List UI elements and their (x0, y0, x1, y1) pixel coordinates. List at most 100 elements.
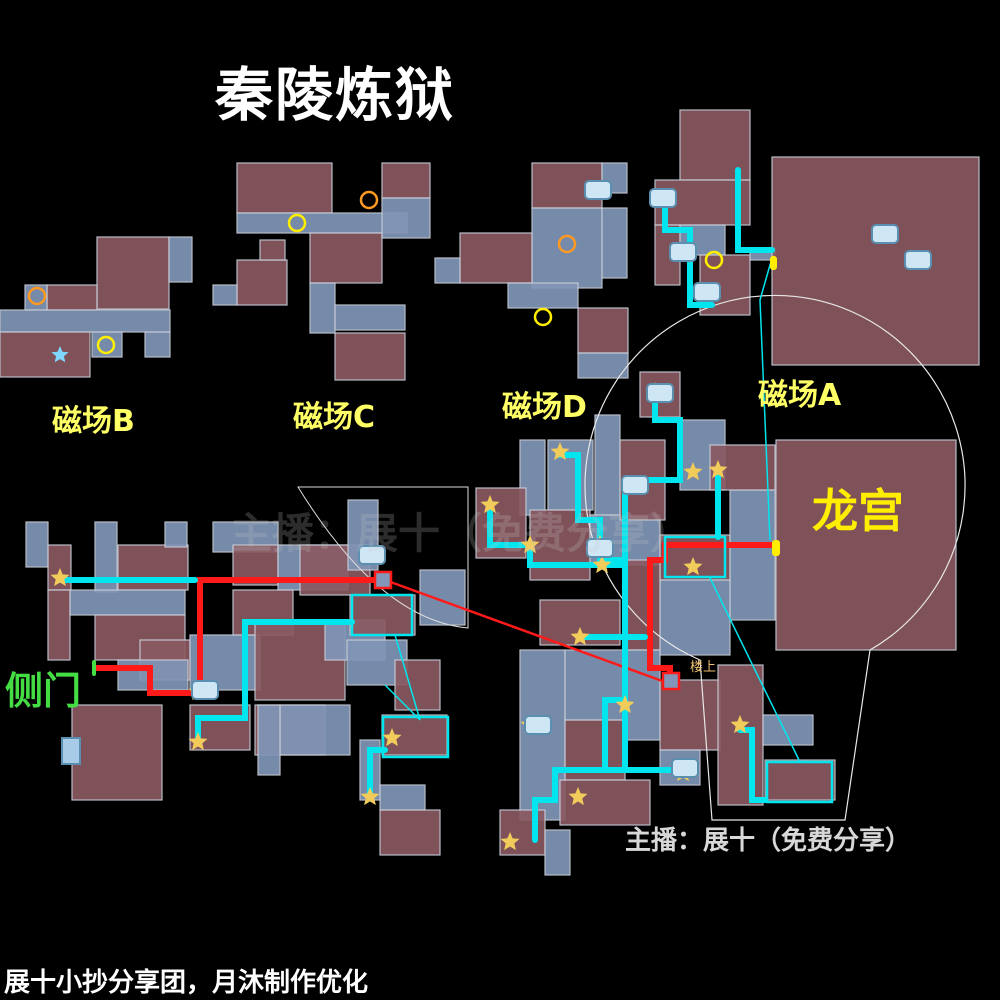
room (96, 236, 170, 310)
ring-marker-icon (359, 190, 379, 210)
corridor (168, 236, 193, 283)
route-cyan (195, 619, 355, 745)
ring-marker-icon (27, 286, 47, 306)
room (459, 232, 533, 284)
map-title: 秦陵炼狱 (215, 61, 456, 129)
star-marker-icon (520, 535, 540, 554)
route-red (95, 577, 385, 696)
room (236, 162, 333, 214)
room (259, 239, 286, 261)
room (236, 259, 288, 306)
zone-label-d: 磁场D (502, 390, 587, 425)
star-marker-icon (730, 715, 750, 734)
chest-icon (621, 475, 649, 495)
star-marker-icon (568, 787, 588, 806)
chest-icon (524, 715, 552, 735)
blue-star-icon (51, 346, 69, 363)
room (381, 162, 431, 199)
highlight-box (663, 535, 727, 579)
chest-icon (671, 758, 699, 778)
corridor (381, 197, 431, 239)
corridor (531, 207, 603, 289)
route-link (759, 257, 773, 541)
room (309, 232, 383, 284)
chest-icon (669, 242, 697, 262)
ring-marker-icon (704, 250, 724, 270)
star-marker-icon (50, 568, 70, 587)
chest-icon (904, 250, 932, 270)
route-cyan (662, 197, 715, 308)
ring-marker-icon (287, 213, 307, 233)
corridor (212, 284, 238, 306)
corridor (434, 257, 461, 284)
corridor (164, 521, 188, 548)
area-boundary (297, 486, 469, 629)
corridor (279, 704, 351, 756)
zone-label-a: 磁场A (758, 378, 842, 413)
chest-icon (649, 188, 677, 208)
yellow-marker (770, 256, 777, 270)
room (379, 809, 441, 856)
corridor (69, 589, 186, 616)
footer-text: 展十小抄分享团，月沐制作优化 (4, 968, 369, 998)
room (47, 589, 71, 661)
corridor (0, 309, 171, 333)
ring-marker-icon (96, 335, 116, 355)
corridor (601, 207, 628, 279)
room (717, 664, 764, 806)
star-marker-icon (550, 442, 570, 461)
star-marker-icon (500, 832, 520, 851)
star-marker-icon (683, 462, 703, 481)
star-marker-icon (615, 695, 635, 714)
room (0, 331, 91, 378)
room (71, 704, 163, 801)
chest-icon (586, 538, 614, 558)
chest-icon (646, 383, 674, 403)
corridor (309, 282, 336, 334)
exit-door-icon (61, 737, 81, 765)
room (47, 544, 72, 591)
corridor (564, 649, 626, 721)
route-cyan (622, 389, 683, 773)
corridor (379, 784, 426, 811)
upstairs-label: 楼上 (690, 660, 717, 675)
corridor (624, 649, 661, 741)
highlight-box (381, 715, 450, 759)
corridor (334, 304, 406, 331)
star-marker-icon (360, 787, 380, 806)
route-red (384, 578, 666, 684)
star-marker-icon (382, 728, 402, 747)
ring-marker-icon (533, 307, 553, 327)
room (46, 284, 98, 311)
credit-text: 主播：展十（免费分享） (625, 826, 912, 856)
room (577, 307, 629, 354)
corridor (257, 704, 281, 776)
star-marker-icon (480, 495, 500, 514)
corridor (419, 569, 466, 626)
route-cyan (367, 747, 388, 800)
star-marker-icon (188, 732, 208, 751)
zone-label-b: 磁场B (52, 404, 135, 439)
room (775, 439, 957, 651)
route-link (384, 684, 421, 721)
side-door-label: 侧门 (5, 669, 82, 713)
side-door-marker (92, 660, 96, 676)
star-marker-icon (570, 627, 590, 646)
route-link (709, 577, 801, 763)
route-link (394, 634, 421, 721)
corridor (25, 521, 49, 568)
room (349, 594, 416, 636)
corridor (144, 331, 171, 358)
room (771, 156, 980, 366)
route-cyan (557, 452, 628, 563)
star-marker-icon (592, 555, 612, 574)
room (334, 332, 406, 381)
chest-icon (871, 224, 899, 244)
target-box (373, 570, 393, 590)
route-cyan (735, 167, 775, 253)
corridor (507, 282, 579, 309)
yellow-marker (772, 540, 780, 556)
ring-marker-icon (557, 234, 577, 254)
